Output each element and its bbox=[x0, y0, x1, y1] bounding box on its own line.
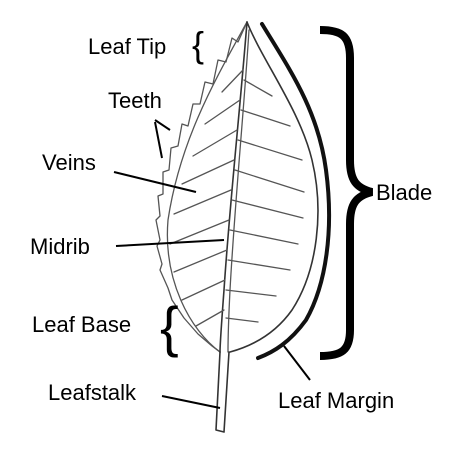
label-leaf-margin: Leaf Margin bbox=[278, 388, 394, 413]
label-veins: Veins bbox=[42, 150, 96, 175]
leaf-right-margin bbox=[229, 21, 319, 353]
leaf-tip-brace: { bbox=[192, 24, 204, 65]
leaf-left-inner-edge bbox=[166, 21, 248, 353]
label-blade: Blade bbox=[376, 180, 432, 205]
leaf-base-brace: { bbox=[160, 295, 179, 358]
teeth-leader-2 bbox=[154, 121, 163, 159]
label-leaf-tip: Leaf Tip bbox=[88, 34, 166, 59]
leaf-midrib-edge bbox=[227, 29, 250, 353]
teeth-leader-1 bbox=[154, 119, 171, 131]
leaf-veins-left bbox=[169, 69, 244, 327]
leaf-drawing bbox=[155, 21, 319, 433]
label-midrib: Midrib bbox=[30, 234, 90, 259]
leafstalk-leader bbox=[161, 395, 221, 409]
label-leaf-base: Leaf Base bbox=[32, 312, 131, 337]
veins-leader bbox=[113, 171, 197, 193]
label-teeth: Teeth bbox=[108, 88, 162, 113]
leafstalk-shape bbox=[215, 351, 230, 433]
blade-brace bbox=[319, 26, 374, 360]
label-leafstalk: Leafstalk bbox=[48, 380, 137, 405]
leaf-margin-highlight-stroke bbox=[256, 22, 332, 360]
leader-lines bbox=[113, 119, 311, 409]
leaf-midrib bbox=[219, 21, 248, 353]
midrib-leader bbox=[115, 239, 225, 247]
leaf-margin-leader bbox=[283, 345, 311, 381]
leaf-veins-right bbox=[225, 79, 305, 323]
leaf-left-margin bbox=[155, 21, 248, 353]
